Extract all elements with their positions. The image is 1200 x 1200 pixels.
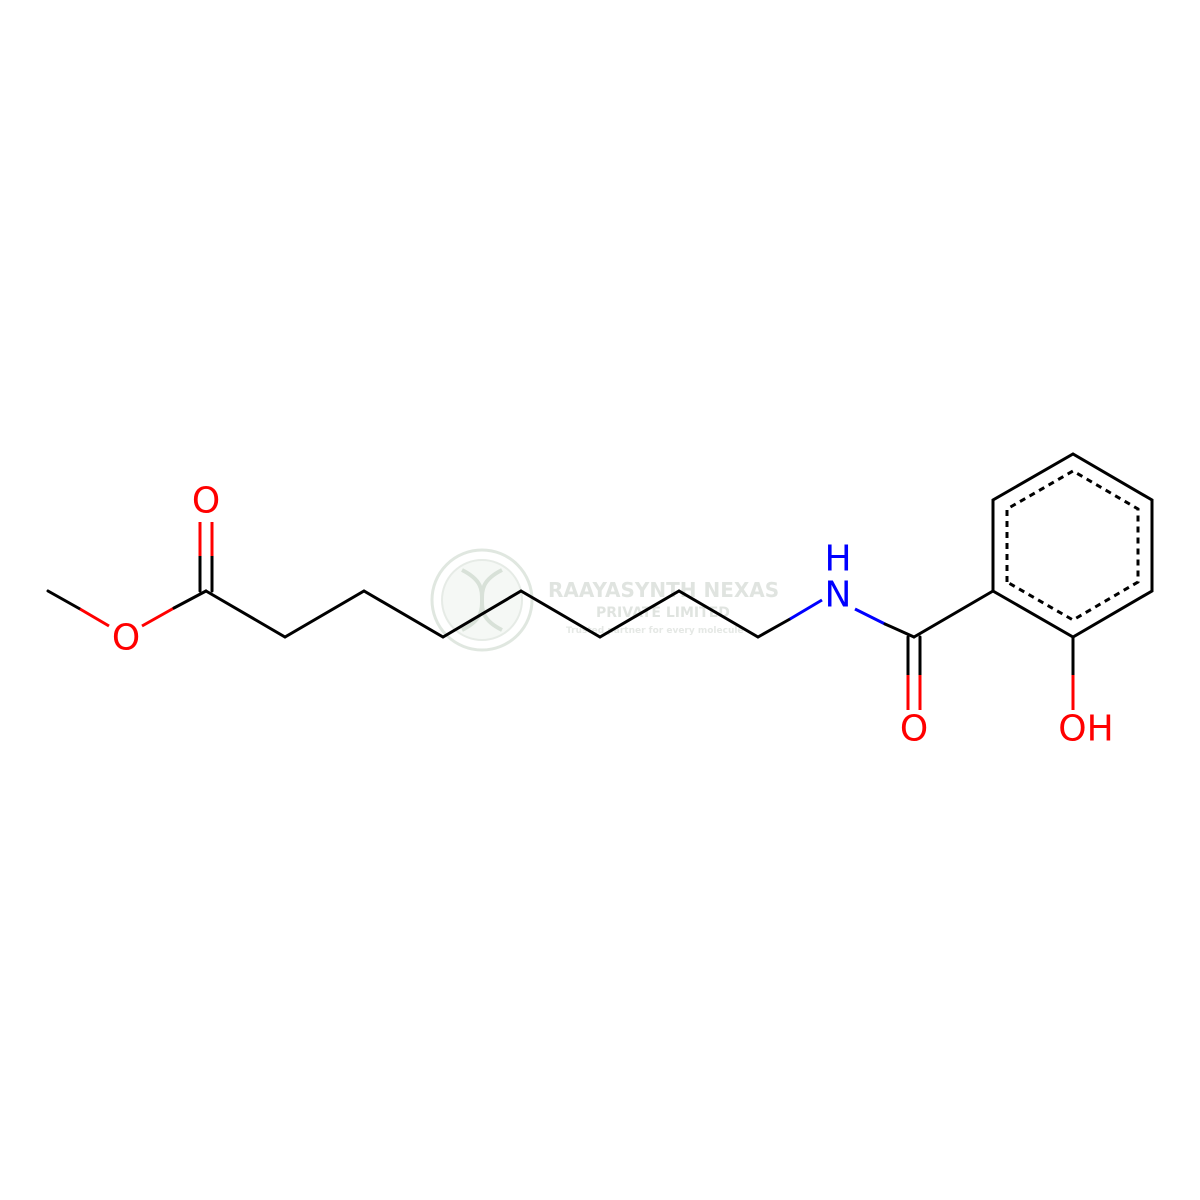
atom-oh-phenol: OH — [1058, 709, 1113, 750]
benzene-ring — [991, 452, 1154, 639]
watermark-line2: PRIVATE LIMITED — [596, 605, 730, 621]
watermark: RAAYASYNTH NEXAS PRIVATE LIMITED Trusted… — [430, 548, 779, 652]
watermark-logo — [430, 548, 534, 652]
bond-o-cester-red — [141, 606, 175, 628]
bond-n-camide — [883, 622, 916, 639]
bond-alkyl-chain — [204, 589, 792, 639]
bond-n-camide-blue — [854, 607, 886, 626]
bond-o-cester — [172, 589, 208, 610]
bond-methyl-o — [46, 589, 82, 611]
bond-methyl-o-red — [79, 607, 110, 628]
benzene-ring-aromatic — [1005, 469, 1140, 622]
atom-o-carbonyl-amide: O — [900, 709, 928, 750]
bond-camide-ring — [912, 589, 995, 639]
atom-h-amide: H — [824, 539, 851, 580]
atom-o-carbonyl-ester: O — [192, 481, 220, 522]
bond-chain-n-blue — [789, 598, 823, 621]
atom-o-ester: O — [112, 618, 140, 659]
atom-n-amide: N — [825, 575, 852, 616]
watermark-line3: Trusted partner for every molecule — [566, 626, 744, 636]
watermark-logo-helix — [461, 568, 503, 632]
watermark-line1: RAAYASYNTH NEXAS — [548, 578, 779, 602]
